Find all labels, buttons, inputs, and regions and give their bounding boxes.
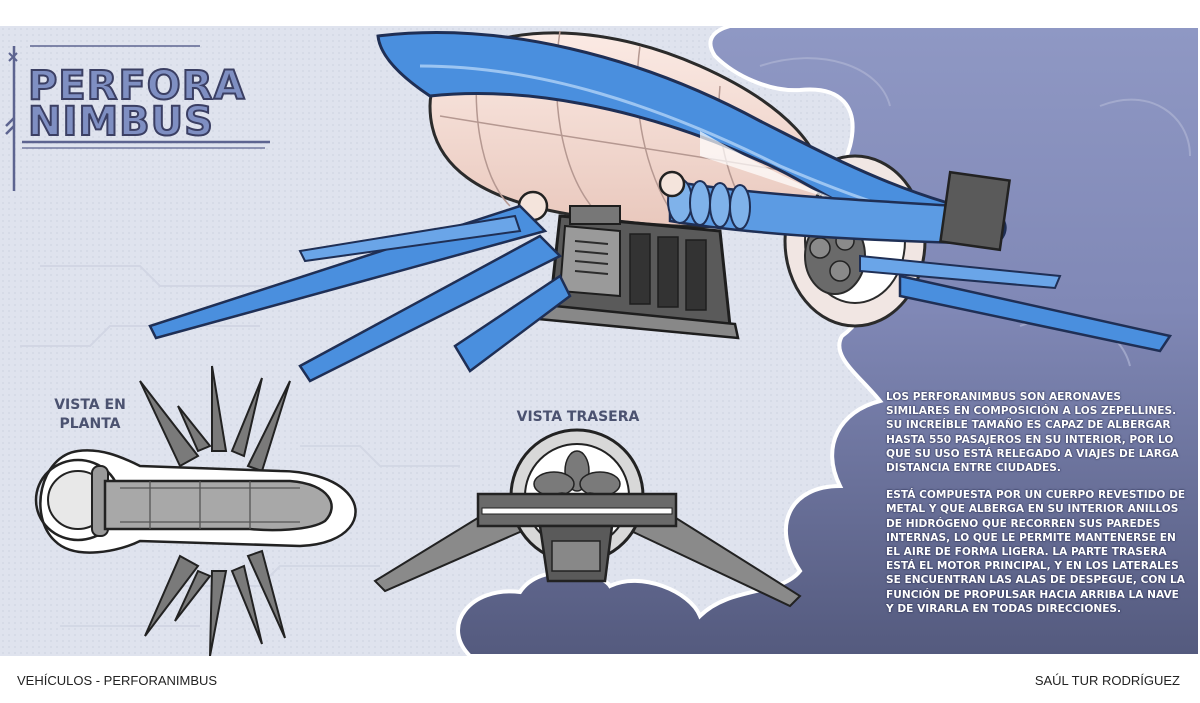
illustration-panel: PERFORA NIMBUS VISTA EN PLANTA VISTA TRA… [0,26,1200,656]
rear-view-diagram [373,428,802,608]
description-paragraph-1: LOS PERFORANIMBUS SON AERONAVES SIMILARE… [886,391,1179,475]
footer-author: SAÚL TUR RODRÍGUEZ [1034,673,1180,688]
plan-view-label: VISTA EN PLANTA [54,397,126,432]
title-frame [5,45,270,191]
description-paragraph-2: ESTÁ COMPUESTA POR UN CUERPO REVESTIDO D… [886,489,1186,615]
page-title: PERFORA NIMBUS [27,63,246,145]
title-line-1: PERFORA [27,63,246,109]
rear-view-label: VISTA TRASERA [516,409,640,425]
footer-category: VEHÍCULOS - PERFORANIMBUS [17,673,218,688]
airship-main-illustration [148,30,1173,383]
description-text: LOS PERFORANIMBUS SON AERONAVES SIMILARE… [886,390,1186,629]
illustration-artwork [0,26,1200,656]
title-line-2: NIMBUS [27,99,214,145]
plan-view-diagram [34,365,357,656]
close-mark-icon [8,52,18,62]
